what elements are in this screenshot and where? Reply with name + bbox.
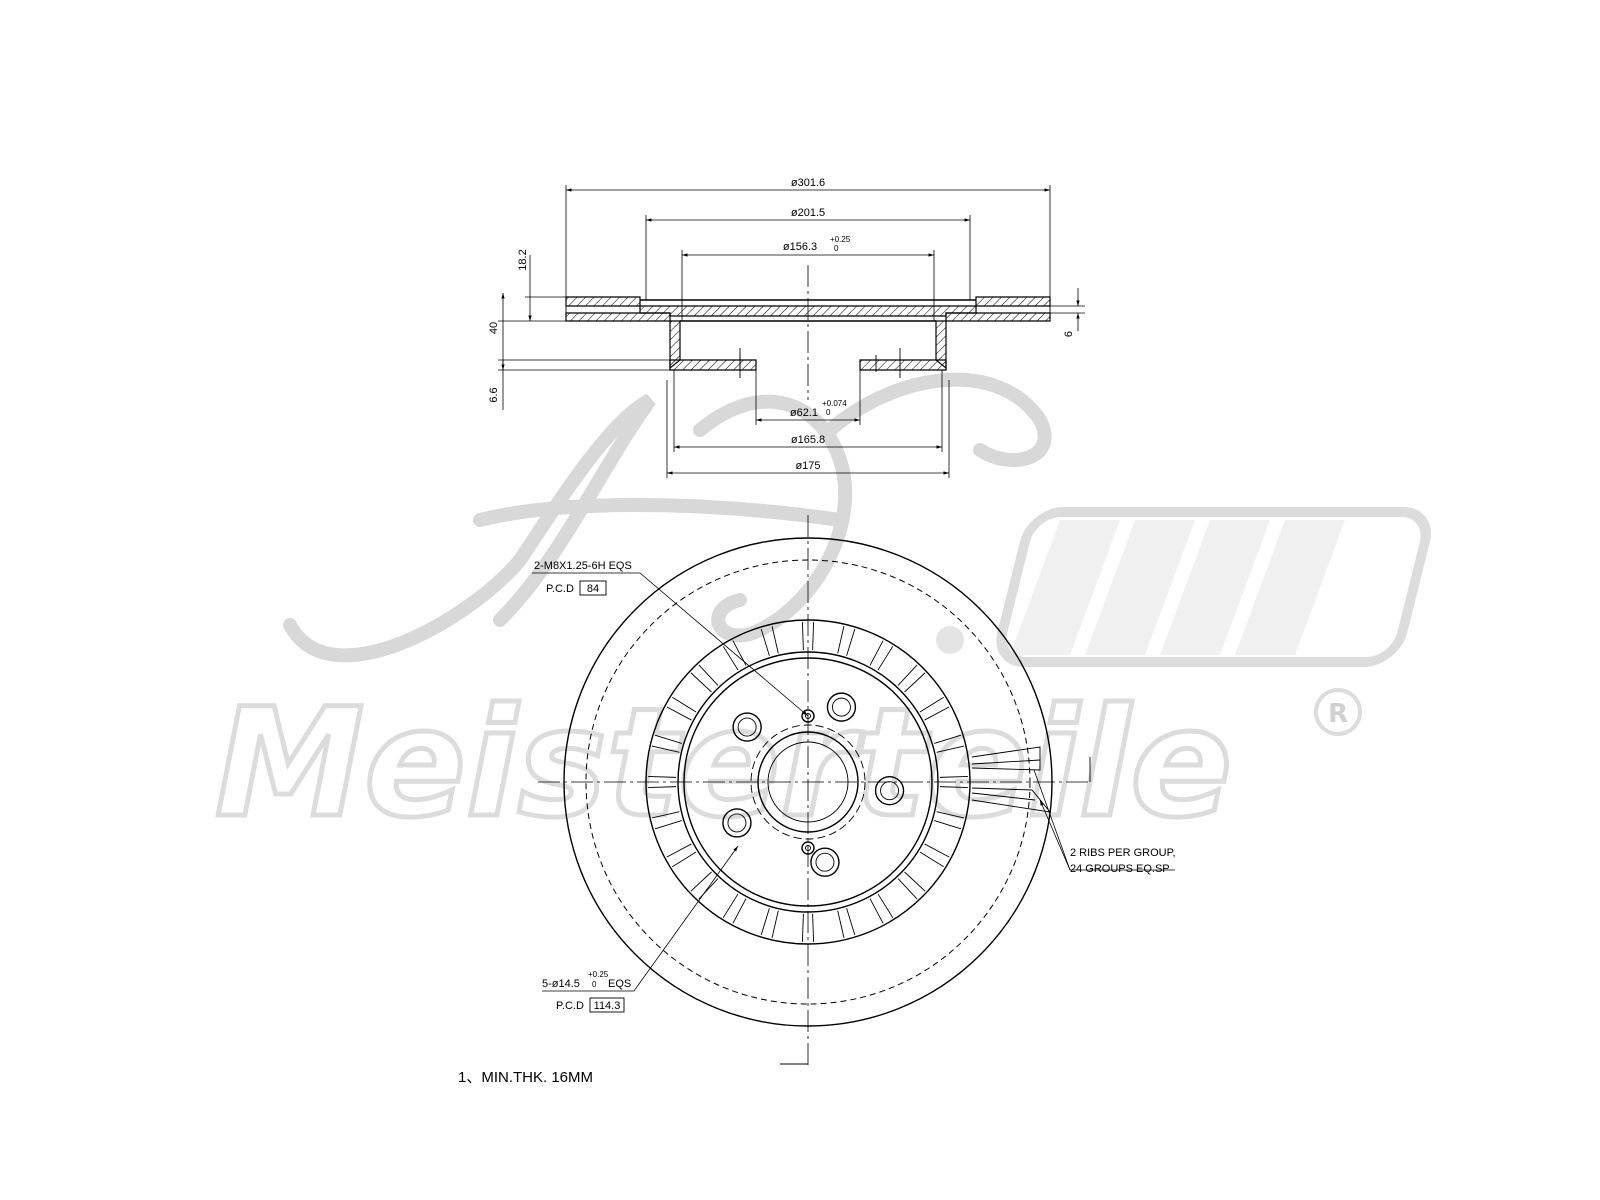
rib [651,745,680,753]
rib [939,775,968,778]
bolt-hole-inner [727,813,747,833]
vent-outer [645,619,971,945]
threaded-holes [801,709,815,855]
rib [648,775,677,778]
dim-friction-diameter: ø201.5 [791,207,825,219]
bolt-hole [826,692,857,722]
rib [732,898,747,924]
dim-hat-tol-upper: +0.25 [830,235,851,244]
rib [877,893,894,918]
bolt-callout-suffix: EQS [608,978,631,990]
ribs-callout-line1: 2 RIBS PER GROUP, [1070,847,1176,859]
rib [654,734,682,744]
dim-165-8: ø165.8 [791,434,825,446]
rib [801,913,804,942]
bolt-holes [722,692,905,877]
rib [722,646,739,671]
svg-text:R: R [1328,699,1348,729]
hat-circle [683,657,933,907]
bolt-tol-lower: 0 [592,980,597,989]
center-bore [757,731,859,833]
bolt-hole [810,847,840,877]
bolt-hole [732,712,762,742]
bolt-hole-inner [815,852,835,872]
rib [936,811,965,819]
bolt-callout-prefix: 5-ø14.5 [542,978,580,990]
disc-outer [563,537,1053,1027]
rib [936,745,965,753]
dim-hat-tol-lower: 0 [834,244,839,253]
rib [869,898,884,924]
registered-mark: R [1314,688,1362,736]
ribs-callout-line2: 24 GROUPS EQ.SP [1070,863,1170,875]
thread-pcd-value: 84 [587,583,599,595]
dim-height-18-2: 18.2 [517,249,529,270]
rib [846,908,856,936]
dim-bore-tol-lower: 0 [826,408,831,417]
rib [934,820,962,830]
rib [812,913,815,942]
vent-inner [677,651,939,913]
bolt-pcd-value: 114.3 [594,1000,621,1012]
rib [897,664,918,686]
dim-hat-diameter: ø156.3 [783,241,817,253]
dim-height-40: 40 [488,322,500,334]
rib [698,664,719,686]
rib [690,672,712,693]
rib [654,820,682,830]
rib [771,910,779,939]
bolt-hole-inner [880,781,899,801]
bolt-pcd-label: P.C.D [556,1000,584,1012]
rib [812,622,815,651]
rib [846,628,856,656]
rib [904,871,926,892]
rib [934,734,962,744]
rib [837,625,845,654]
watermark-logo: Meisterteile R [213,372,1431,854]
rib [672,851,697,868]
thread-pcd-label: P.C.D [546,583,574,595]
rib [919,696,944,713]
rib [924,843,950,858]
rib [897,878,918,900]
rib [690,871,712,892]
thread-callout: 2-M8X1.25-6H EQS [534,560,632,572]
rib [771,625,779,654]
rib [919,851,944,868]
rib [869,640,884,666]
rib [924,706,950,721]
rib [760,628,770,656]
bolt-hole-inner [831,697,851,717]
rib [837,910,845,939]
rib [648,786,677,789]
bolt-hole [874,775,905,806]
bolt-tol-upper: +0.25 [588,970,609,979]
rib [722,893,739,918]
rib [666,843,692,858]
dim-height-6-6: 6.6 [488,387,500,402]
watermark-bars [996,507,1431,667]
rib [760,908,770,936]
bolt-hole-inner [737,717,757,737]
min-thickness-note: 1、MIN.THK. 16MM [458,1069,593,1086]
rib [939,786,968,789]
rib [672,696,697,713]
dim-175: ø175 [795,460,820,472]
rib [877,646,894,671]
rib [801,622,804,651]
rib [904,672,926,693]
section-view: ø301.6 ø201.5 ø156.3 +0.25 0 18.2 40 6.6… [488,177,1085,478]
bolt-hole [722,808,752,838]
dim-bore-tol-upper: +0.074 [822,399,847,408]
plan-view: 2-M8X1.25-6H EQS P.C.D 84 2 RIBS PER GRO… [532,515,1176,1065]
rib [651,811,680,819]
dim-thickness-6: 6 [1063,331,1075,337]
rib [666,706,692,721]
dim-bore-diameter: ø62.1 [790,407,818,419]
dim-outer-diameter: ø301.6 [791,177,825,189]
